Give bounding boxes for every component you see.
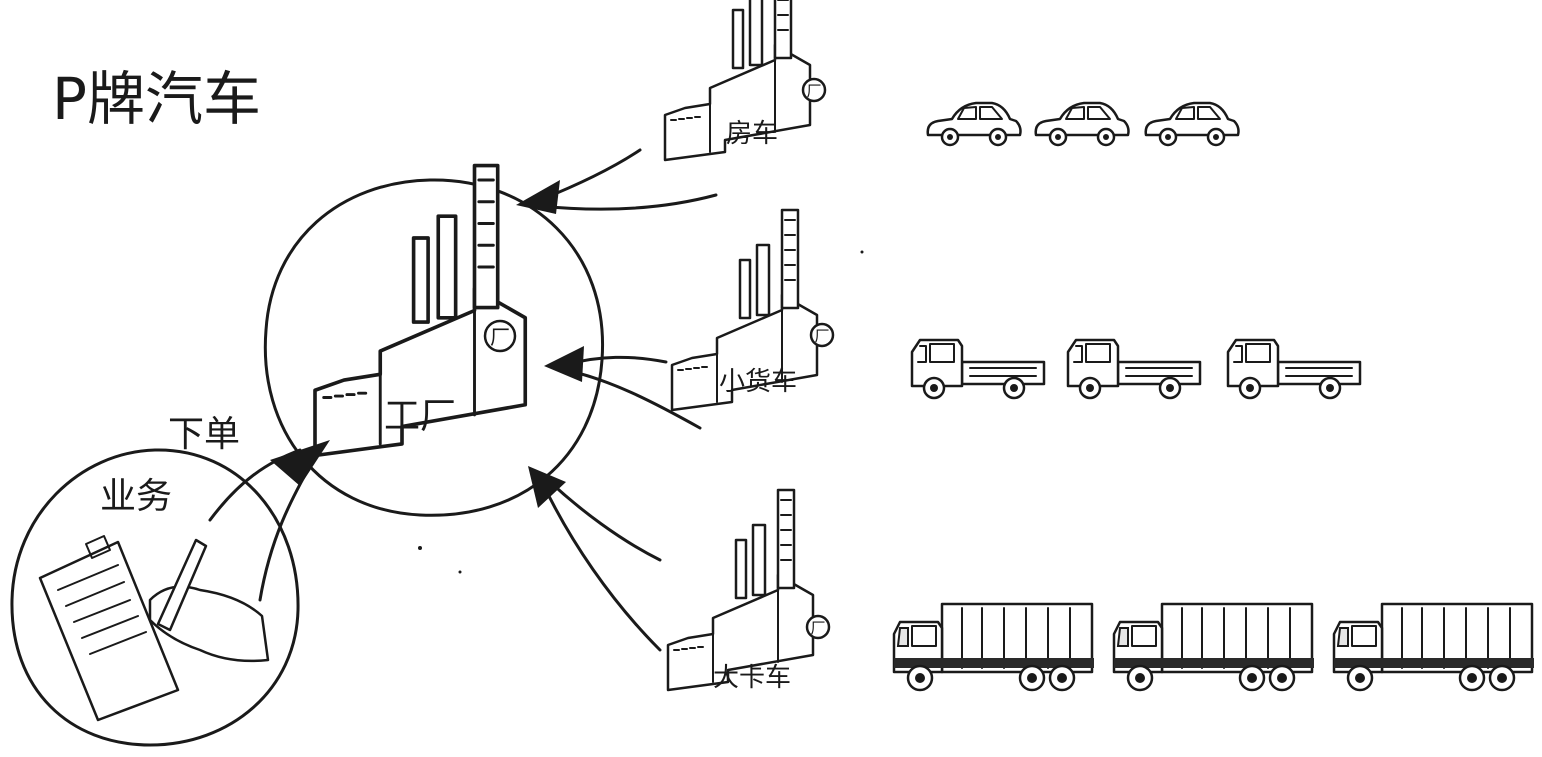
product-row-trucks (892, 602, 1536, 692)
svg-text:厂: 厂 (814, 327, 829, 345)
pickup-truck-icon (1066, 338, 1202, 400)
factory-rv-label: 房车 (726, 119, 778, 149)
arrow-truck-to-factory (528, 466, 662, 652)
speck (418, 546, 422, 550)
car-icon (1034, 101, 1130, 147)
box-truck-icon (892, 602, 1096, 692)
center-factory-emblem: 厂 (490, 325, 510, 349)
factory-emblem-icon (483, 319, 517, 353)
box-truck-icon (1112, 602, 1316, 692)
center-factory-label: 工厂 (384, 396, 456, 437)
factory-circle (263, 178, 605, 517)
order-label: 下单 (168, 414, 240, 455)
factory-emblem-icon (809, 322, 835, 348)
product-row-cars (926, 101, 1240, 147)
order-arrow (208, 440, 330, 602)
product-row-pickups (910, 338, 1362, 400)
center-factory: 厂 工厂 (313, 163, 528, 458)
factory-pickup-label: 小货车 (719, 367, 797, 397)
pickup-truck-icon (910, 338, 1046, 400)
car-icon (1144, 101, 1240, 147)
factory-pickup: 厂 小货车 (670, 208, 835, 412)
car-icon (926, 101, 1022, 147)
speck (860, 250, 864, 254)
factory-emblem-icon (805, 614, 831, 640)
factory-truck-label: 大卡车 (713, 663, 791, 693)
speck (458, 570, 462, 574)
svg-text:厂: 厂 (806, 82, 821, 100)
diagram-title: P牌汽车 (52, 65, 261, 133)
business-label: 业务 (100, 476, 172, 517)
factory-rv: 厂 房车 (663, 0, 827, 162)
svg-text:厂: 厂 (810, 619, 825, 637)
arrow-pickup-to-factory (544, 346, 702, 430)
pickup-truck-icon (1226, 338, 1362, 400)
box-truck-icon (1332, 602, 1536, 692)
order-form-illustration (38, 535, 270, 722)
arrow-rv-to-factory (516, 148, 718, 214)
factory-emblem-icon (801, 77, 827, 103)
factory-truck: 厂 大卡车 (666, 488, 831, 693)
